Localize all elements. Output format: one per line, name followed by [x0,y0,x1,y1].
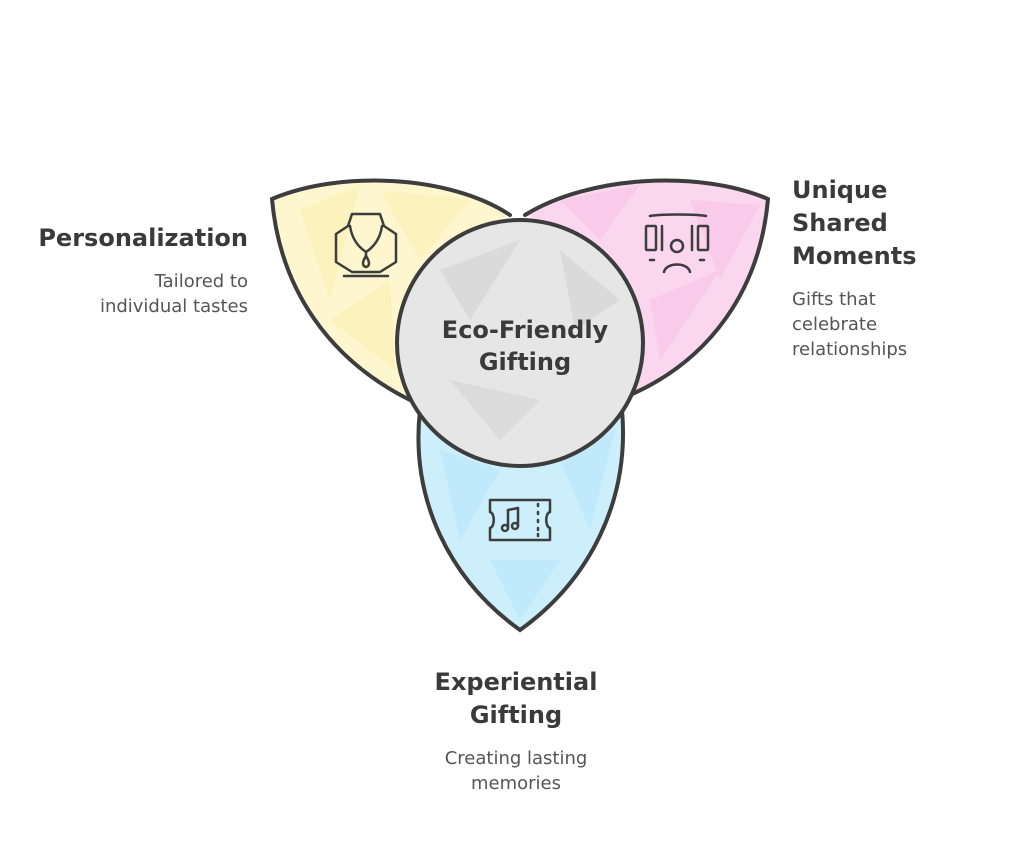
personalization-desc: Tailored to individual tastes [0,269,248,319]
unique-shared-moments-title: Unique Shared Moments [792,174,952,273]
unique-shared-moments-desc: Gifts that celebrate relationships [792,287,942,362]
unique-desc-line2: celebrate [792,314,878,335]
music-ticket-icon [488,498,552,542]
center-title-line2: Gifting [479,348,571,376]
center-title-line1: Eco-Friendly [442,316,609,344]
unique-shared-moments-label: Unique Shared Moments Gifts that celebra… [792,174,1012,362]
petal-experiential-gifting [418,410,624,630]
personalization-title: Personalization [38,224,248,252]
experiential-gifting-title: Experiential Gifting [416,666,616,732]
unique-title-line2: Shared [792,209,888,237]
necklace-icon [334,212,398,278]
audience-icon [644,213,710,274]
petal-experiential-outline [416,408,625,633]
center-circle: Eco-Friendly Gifting [395,218,645,468]
personalization-desc-line1: Tailored to [154,271,248,292]
experiential-desc-line1: Creating lasting [444,748,588,769]
unique-desc-line1: Gifts that [792,289,876,310]
experiential-title-line1: Experiential [434,668,598,696]
unique-desc-line3: relationships [792,339,908,360]
petal-personalization-outline [270,178,512,402]
petal-personalization [272,180,510,400]
unique-title-line3: Moments [792,242,917,270]
experiential-title-line2: Gifting [469,701,563,729]
personalization-label: Personalization Tailored to individual t… [0,222,248,319]
personalization-desc-line2: individual tastes [99,296,248,317]
unique-title-line1: Unique [792,176,888,204]
experiential-gifting-desc: Creating lasting memories [396,746,636,796]
experiential-desc-line2: memories [470,773,561,794]
experiential-gifting-label: Experiential Gifting Creating lasting me… [396,666,636,796]
petal-unique-outline [523,178,770,397]
